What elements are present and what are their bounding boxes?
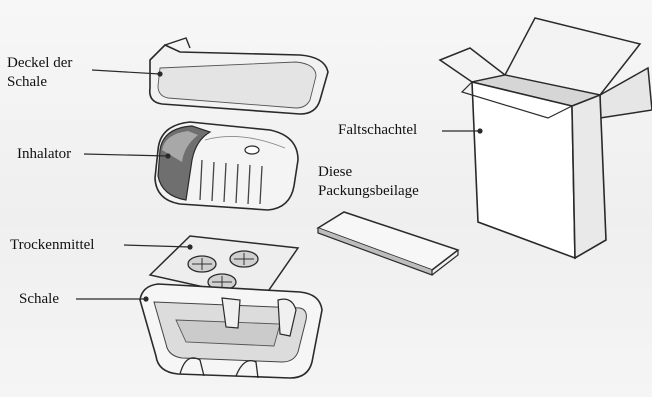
tray-lid: [150, 38, 328, 114]
label-lid-line2: Schale: [7, 73, 72, 92]
leader-tray-dot: [144, 297, 148, 301]
label-leaflet-line1: Diese: [318, 163, 419, 182]
leader-inhaler: [84, 154, 168, 156]
leader-lid-dot: [158, 72, 162, 76]
inhaler-device: [155, 122, 298, 210]
label-desiccant: Trockenmittel: [10, 236, 94, 255]
leaflet: [318, 212, 458, 275]
label-leaflet: Diese Packungsbeilage: [318, 163, 419, 201]
label-tray: Schale: [19, 290, 59, 309]
label-lid: Deckel der Schale: [7, 54, 72, 92]
label-inhaler: Inhalator: [17, 145, 71, 164]
leader-desiccant-dot: [188, 245, 192, 249]
leader-carton-dot: [478, 129, 482, 133]
tray: [140, 284, 322, 378]
folding-carton: [440, 18, 652, 258]
leader-inhaler-dot: [166, 154, 170, 158]
label-lid-line1: Deckel der: [7, 54, 72, 73]
label-leaflet-line2: Packungsbeilage: [318, 182, 419, 201]
label-carton: Faltschachtel: [338, 121, 417, 140]
